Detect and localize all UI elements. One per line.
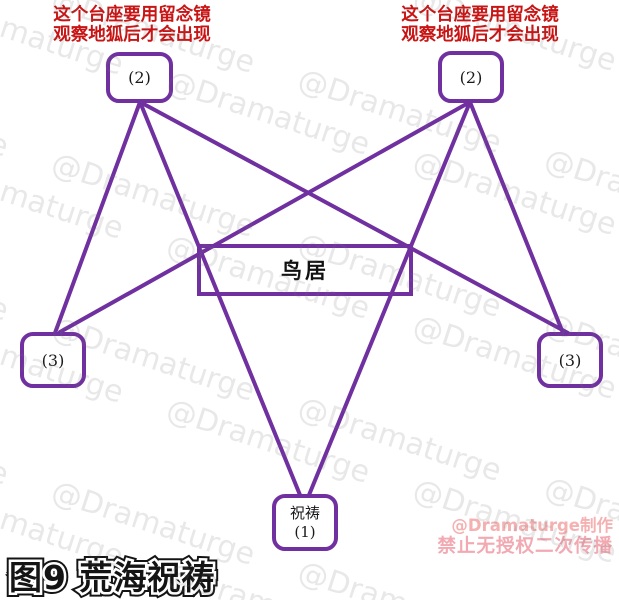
edge-pedestal-top-right-to-prayer-node [307, 100, 472, 497]
torii-gate-box: 鸟居 [197, 244, 413, 296]
edge-pedestal-top-right-to-pedestal-right [468, 100, 565, 335]
annotation-right: 这个台座要用留念镜 观察地狐后才会出现 [384, 5, 576, 45]
annotation-right-line2: 观察地狐后才会出现 [401, 25, 559, 45]
pedestal-left: (3) [20, 332, 86, 388]
edge-pedestal-top-left-to-pedestal-right [138, 100, 570, 335]
figure-caption: 图9 荒海祝祷 图9 荒海祝祷 图9 荒海祝祷 [4, 551, 309, 600]
pedestal-left-label: (3) [41, 350, 65, 370]
pedestal-top-right-label: (2) [459, 67, 483, 87]
pedestal-top-left: (2) [106, 52, 173, 103]
prayer-node-label: 祝祷 [289, 503, 320, 522]
annotation-left-line1: 这个台座要用留念镜 [53, 5, 211, 25]
edge-pedestal-top-left-to-pedestal-left [53, 100, 142, 335]
author-credit: @Dramaturge制作 禁止无授权二次传播 [437, 515, 613, 557]
prayer-node: 祝祷 (1) [272, 494, 338, 551]
annotation-left-line2: 观察地狐后才会出现 [53, 25, 211, 45]
pedestal-top-right: (2) [438, 51, 504, 103]
author-credit-line2: 禁止无授权二次传播 [437, 536, 613, 557]
edge-pedestal-top-right-to-pedestal-left [58, 100, 472, 334]
prayer-node-count: (1) [294, 522, 316, 541]
annotation-left: 这个台座要用留念镜 观察地狐后才会出现 [36, 5, 228, 45]
annotation-right-line1: 这个台座要用留念镜 [401, 5, 559, 25]
pedestal-right-label: (3) [558, 350, 582, 370]
figure-caption-text: 图9 荒海祝祷 [9, 558, 216, 597]
figure-caption-outline: 图9 荒海祝祷 [4, 554, 218, 600]
edge-pedestal-top-left-to-prayer-node [138, 100, 302, 497]
pedestal-top-left-label: (2) [128, 68, 151, 87]
torii-gate-label: 鸟居 [281, 258, 329, 283]
figure-caption-halo: 图9 荒海祝祷 [6, 556, 216, 600]
author-credit-line1: @Dramaturge制作 [451, 516, 613, 535]
pedestal-right: (3) [537, 332, 603, 388]
